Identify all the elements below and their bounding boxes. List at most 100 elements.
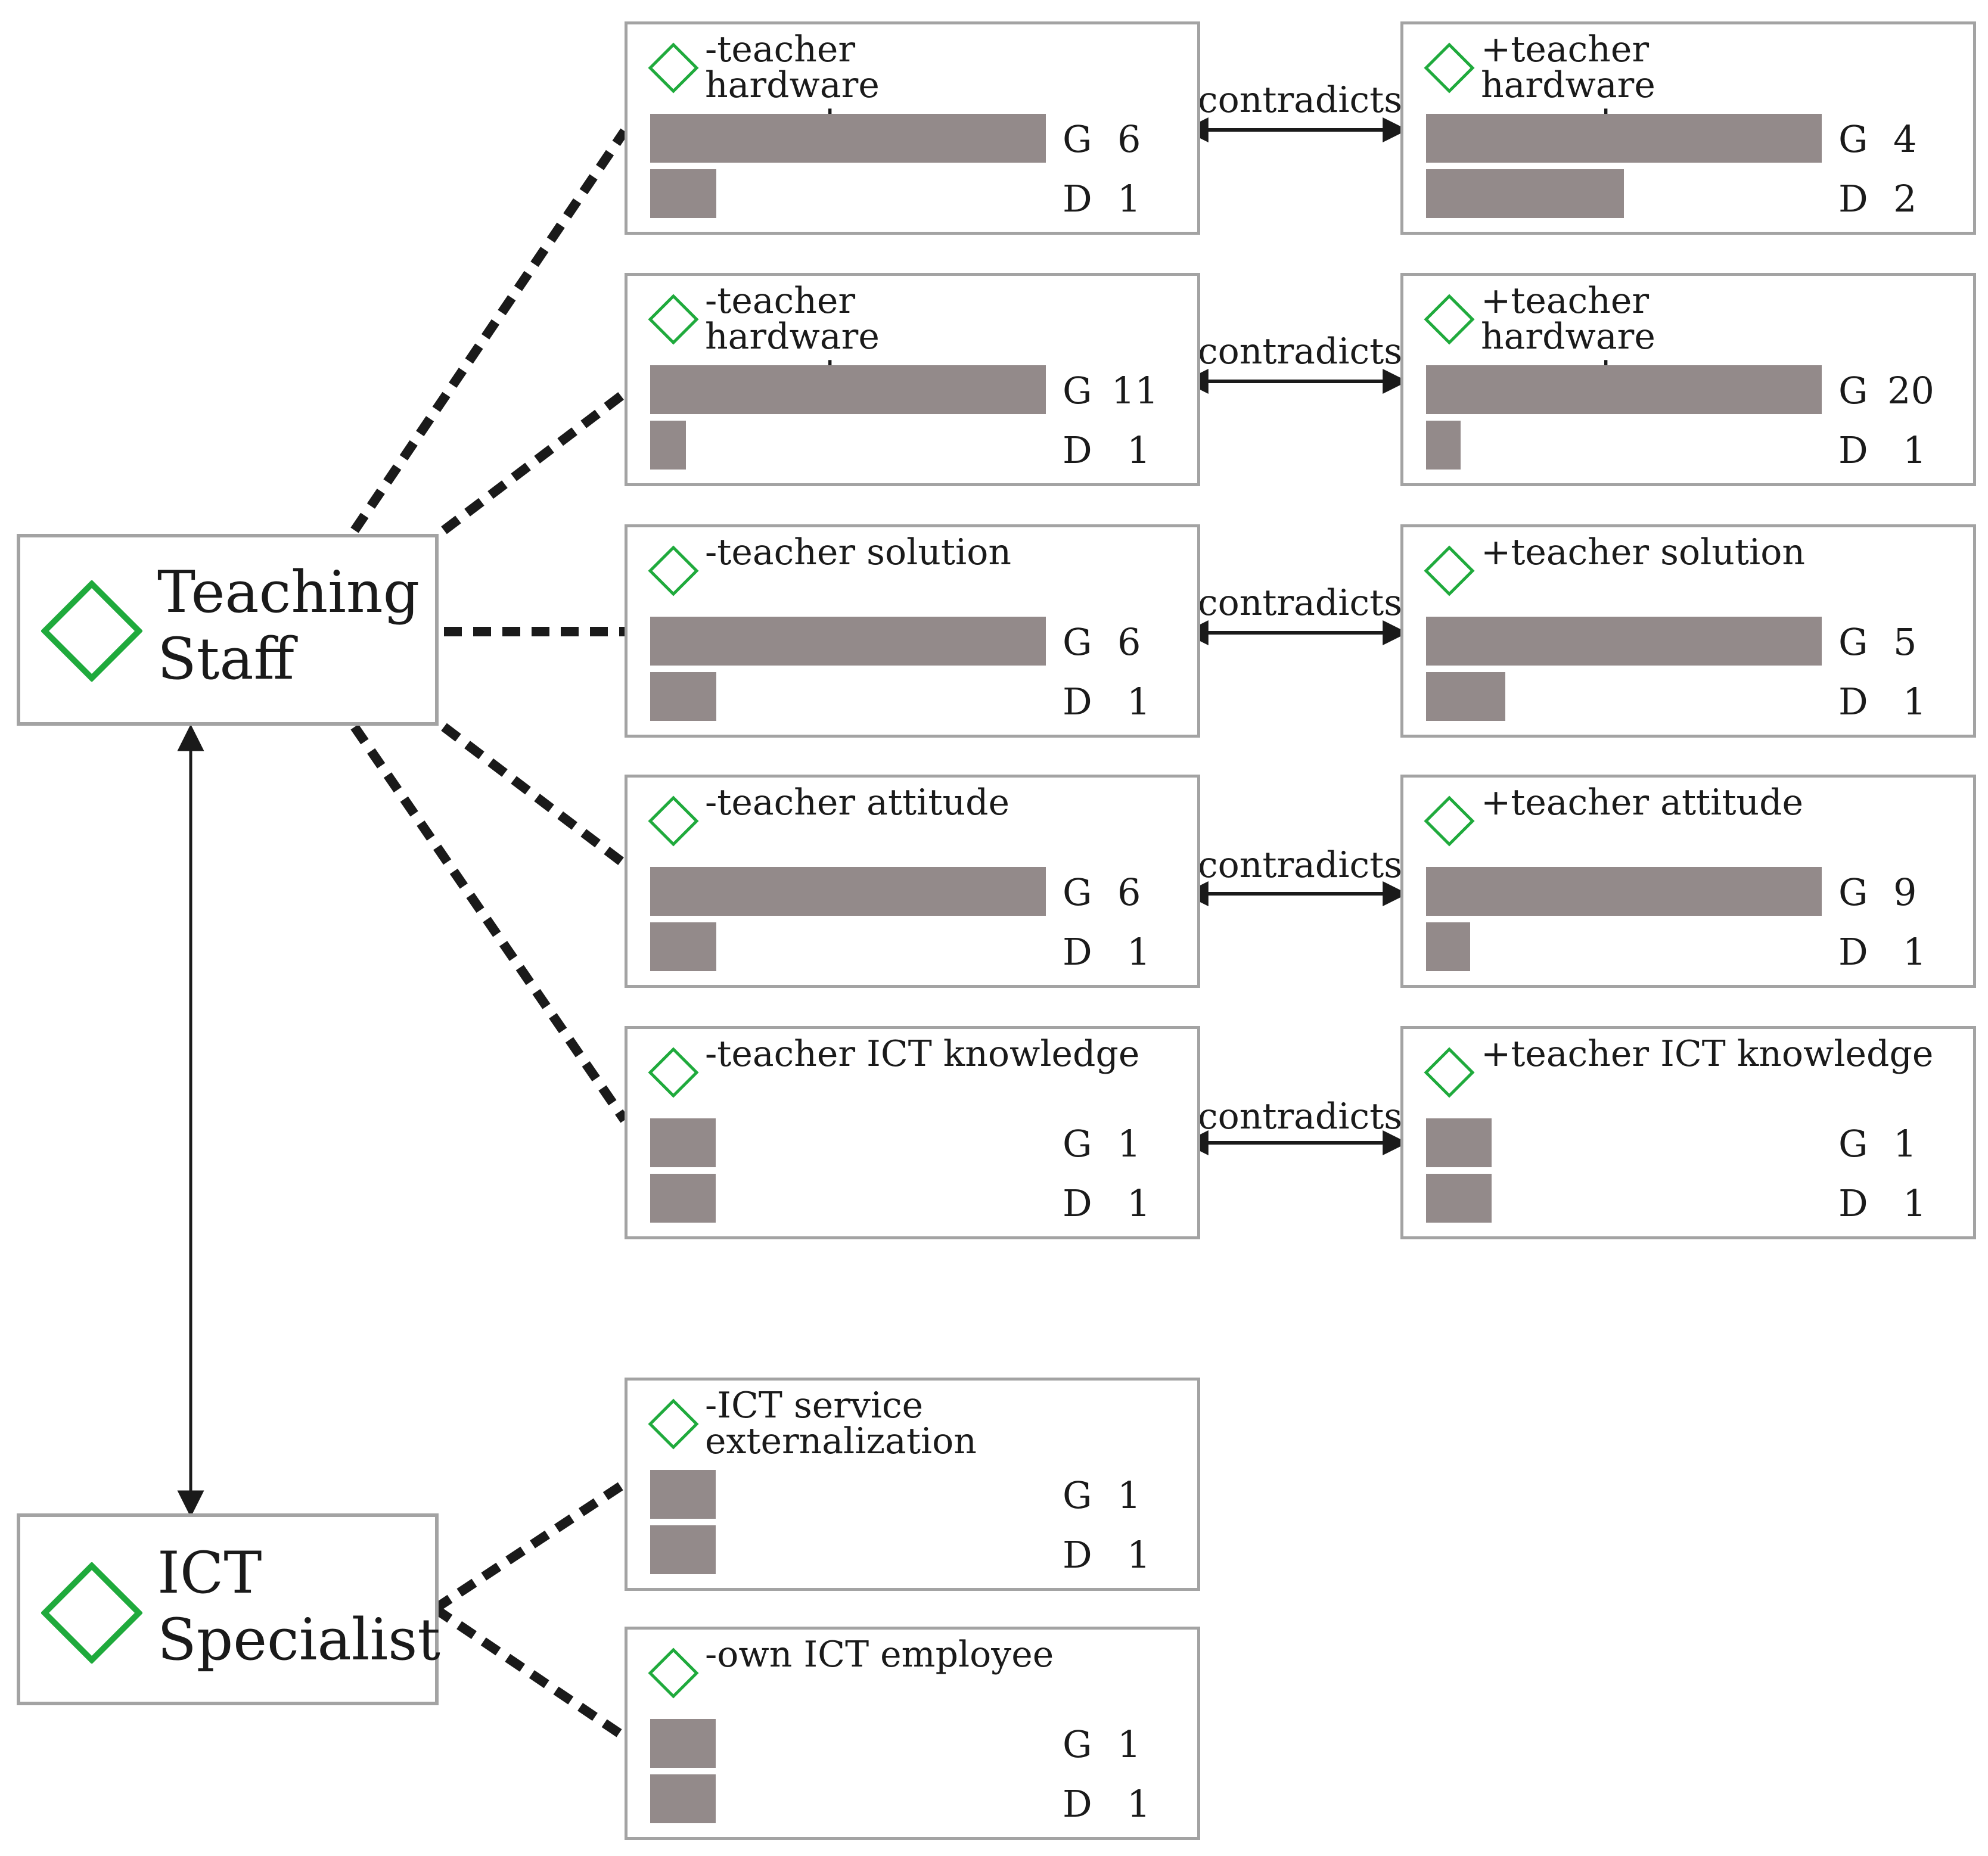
groundedness-value: 9: [1893, 871, 1917, 914]
density-label: D: [1838, 680, 1868, 723]
groundedness-bar: [650, 617, 1046, 666]
actor-teaching-staff[interactable]: Teaching Staff: [17, 534, 439, 726]
link-ict-specialist-neg-ict-externalization: [432, 1479, 628, 1613]
density-bar: [1426, 1174, 1492, 1223]
density-label: D: [1838, 428, 1868, 472]
code-box-pos-ict-knowledge[interactable]: +teacher ICT knowledge G D 1 1: [1400, 1026, 1976, 1239]
density-bar: [1426, 922, 1470, 971]
groundedness-bar: [650, 1118, 716, 1167]
diamond-icon: [1424, 545, 1475, 596]
code-title: +teacher attitude: [1481, 782, 1804, 823]
diamond-icon: [648, 1047, 699, 1098]
diamond-icon: [648, 545, 699, 596]
code-box-pos-attitude[interactable]: +teacher attitude G D 9 1: [1400, 775, 1976, 988]
code-box-neg-attitude[interactable]: -teacher attitude G D 6 1: [625, 775, 1200, 988]
groundedness-label: G: [1063, 1473, 1092, 1517]
density-bar: [650, 672, 716, 721]
groundedness-label: G: [1838, 620, 1868, 664]
density-value: 2: [1893, 177, 1917, 220]
code-title: -ICT service externalization: [705, 1385, 977, 1462]
diamond-icon: [648, 1647, 699, 1699]
code-box-neg-ict-externalization[interactable]: -ICT service externalization G D 1 1: [625, 1378, 1200, 1591]
density-value: 1: [1127, 1182, 1151, 1225]
density-label: D: [1838, 930, 1868, 974]
contradicts-label-5: contradicts: [1198, 1096, 1403, 1137]
diamond-icon: [648, 42, 699, 94]
groundedness-bar: [1426, 617, 1822, 666]
density-value: 1: [1903, 930, 1927, 974]
contradicts-label-3: contradicts: [1198, 582, 1403, 624]
code-box-neg-solution[interactable]: -teacher solution G D 6 1: [625, 524, 1200, 738]
density-value: 1: [1903, 680, 1927, 723]
density-bar: [650, 1174, 716, 1223]
groundedness-bar: [650, 1470, 716, 1519]
groundedness-label: G: [1063, 1723, 1092, 1766]
density-bar: [650, 421, 686, 470]
groundedness-bar: [650, 867, 1046, 916]
groundedness-bar: [1426, 114, 1822, 163]
actor-ict-specialist[interactable]: ICT Specialist: [17, 1513, 440, 1705]
groundedness-label: G: [1063, 620, 1092, 664]
density-bar: [650, 1525, 716, 1574]
groundedness-bar: [1426, 365, 1822, 414]
density-label: D: [1063, 1182, 1092, 1225]
diamond-icon: [1424, 1047, 1475, 1098]
groundedness-bar: [650, 365, 1046, 414]
code-title: -own ICT employee: [705, 1634, 1054, 1675]
density-bar: [1426, 421, 1461, 470]
groundedness-value: 6: [1117, 620, 1141, 664]
diamond-icon: [1424, 795, 1475, 847]
actor-label-line2: Specialist: [157, 1606, 440, 1673]
groundedness-label: G: [1063, 871, 1092, 914]
groundedness-label: G: [1838, 117, 1868, 161]
code-box-neg-hw-1[interactable]: -teacher hardware competences G D 6 1: [625, 21, 1200, 235]
code-box-neg-hw-2[interactable]: -teacher hardware competences G D 11 1: [625, 273, 1200, 486]
groundedness-label: G: [1838, 1122, 1868, 1165]
density-label: D: [1063, 1533, 1092, 1577]
contradicts-label-2: contradicts: [1198, 331, 1403, 372]
code-box-neg-own-ict-employee[interactable]: -own ICT employee G D 1 1: [625, 1627, 1200, 1840]
contradicts-label-4: contradicts: [1198, 844, 1403, 886]
groundedness-value: 6: [1117, 871, 1141, 914]
actor-label-line1: ICT: [157, 1540, 262, 1606]
density-bar: [650, 1774, 716, 1823]
groundedness-value: 5: [1893, 620, 1917, 664]
code-box-pos-hw-2[interactable]: +teacher hardware competences G D 20 1: [1400, 273, 1976, 486]
density-label: D: [1063, 1782, 1092, 1826]
code-title: -teacher ICT knowledge: [705, 1033, 1140, 1075]
actor-label: ICT Specialist: [157, 1540, 440, 1673]
groundedness-value: 1: [1117, 1122, 1141, 1165]
code-box-pos-solution[interactable]: +teacher solution G D 5 1: [1400, 524, 1976, 738]
groundedness-label: G: [1063, 117, 1092, 161]
actor-label-line1: Teaching: [157, 559, 420, 626]
groundedness-bar: [1426, 867, 1822, 916]
density-label: D: [1838, 177, 1868, 220]
density-label: D: [1063, 428, 1092, 472]
groundedness-value: 20: [1887, 369, 1934, 412]
density-bar: [650, 922, 716, 971]
groundedness-label: G: [1838, 369, 1868, 412]
groundedness-bar: [650, 1719, 716, 1768]
diamond-icon: [41, 580, 142, 682]
density-label: D: [1063, 930, 1092, 974]
code-box-pos-hw-1[interactable]: +teacher hardware competences G D 4 2: [1400, 21, 1976, 235]
diamond-icon: [1424, 294, 1475, 345]
groundedness-label: G: [1838, 871, 1868, 914]
code-box-neg-ict-knowledge[interactable]: -teacher ICT knowledge G D 1 1: [625, 1026, 1200, 1239]
groundedness-bar: [650, 114, 1046, 163]
density-bar: [1426, 169, 1624, 218]
diamond-icon: [648, 1398, 699, 1450]
groundedness-label: G: [1063, 1122, 1092, 1165]
contradicts-label-1: contradicts: [1198, 79, 1403, 121]
density-value: 1: [1127, 930, 1151, 974]
code-title: +teacher ICT knowledge: [1481, 1033, 1934, 1075]
density-value: 1: [1127, 1533, 1151, 1577]
groundedness-value: 4: [1893, 117, 1917, 161]
density-label: D: [1063, 680, 1092, 723]
groundedness-bar: [1426, 1118, 1492, 1167]
groundedness-value: 6: [1117, 117, 1141, 161]
density-value: 1: [1127, 428, 1151, 472]
density-value: 1: [1903, 1182, 1927, 1225]
groundedness-value: 11: [1111, 369, 1158, 412]
link-teaching-staff-neg-attitude: [441, 723, 628, 868]
